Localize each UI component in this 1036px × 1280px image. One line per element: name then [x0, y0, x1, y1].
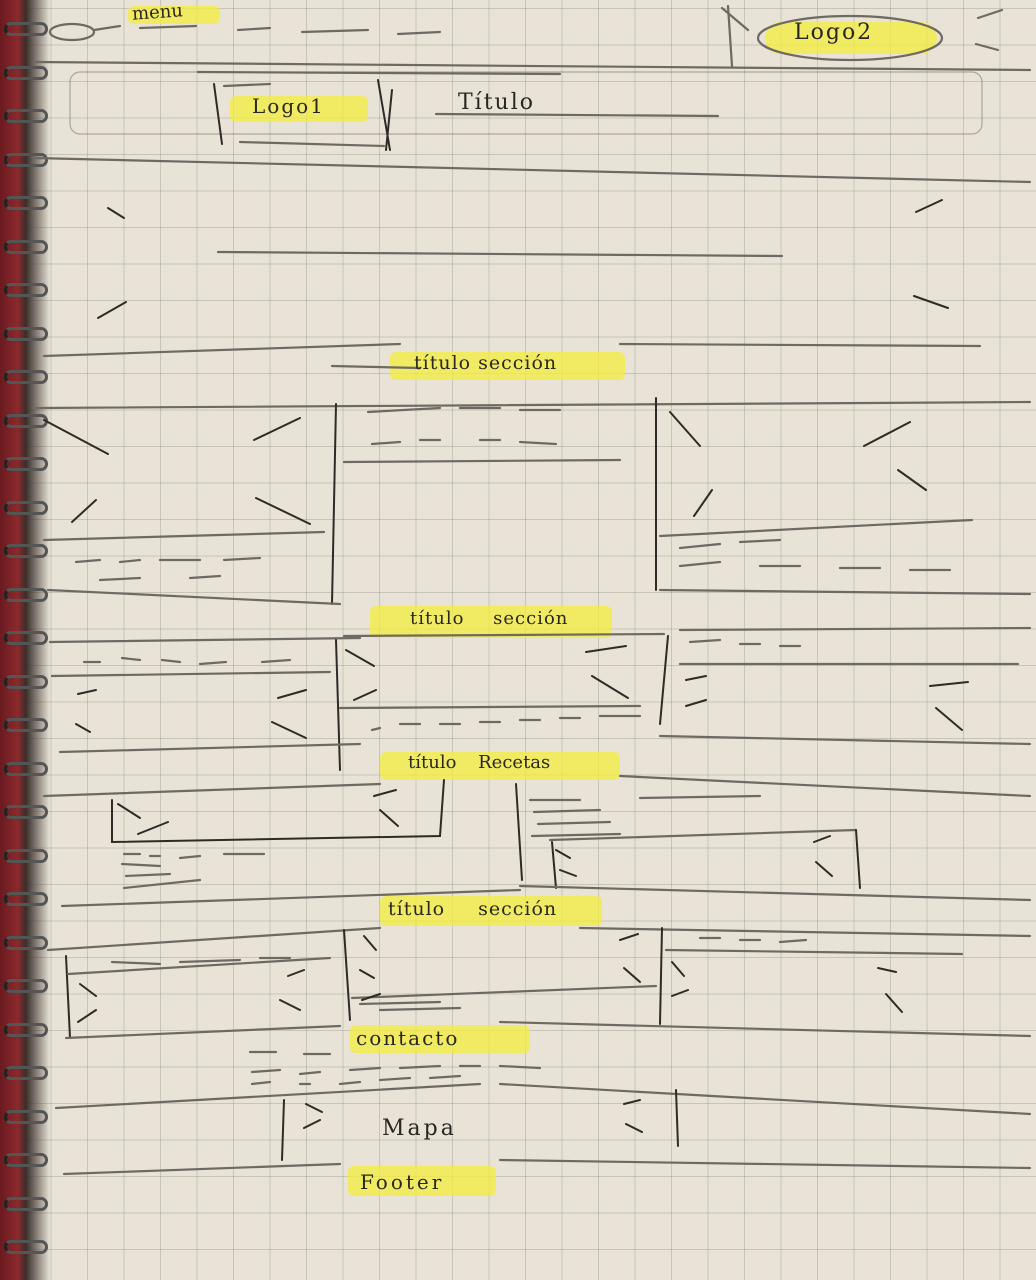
section-1-title: título sección: [414, 352, 558, 374]
spiral-ring: [4, 152, 48, 167]
spiral-ring: [4, 239, 48, 254]
spiral-ring: [4, 1066, 48, 1080]
spiral-ring: [4, 761, 48, 776]
spiral-ring: [4, 892, 48, 906]
spiral-ring: [4, 1022, 48, 1037]
nav-logo2-label: Logo2: [794, 20, 874, 45]
spiral-ring: [4, 848, 48, 863]
spiral-ring: [4, 1109, 48, 1124]
highlight-logo2: [765, 22, 937, 54]
section-2-title: título sección: [410, 608, 569, 629]
spiral-ring: [4, 65, 48, 80]
spiral-ring: [4, 22, 48, 36]
highlight-footer: [348, 1166, 496, 1196]
spiral-ring: [4, 805, 48, 819]
highlight-contact: [350, 1025, 530, 1053]
section-4-title: título sección: [388, 898, 558, 920]
highlight-s1: [390, 352, 625, 380]
map-label: Mapa: [382, 1116, 457, 1141]
spiral-ring: [4, 935, 48, 950]
highlight-s4: [380, 896, 602, 926]
spiral-ring: [4, 1196, 48, 1211]
spiral-ring: [4, 1153, 48, 1167]
highlight-menu: [128, 6, 220, 24]
highlight-recipes: [380, 752, 620, 780]
spiral-ring: [4, 979, 48, 993]
spiral-ring: [4, 326, 48, 341]
footer-label: Footer: [360, 1170, 445, 1194]
spiral-ring: [4, 544, 48, 558]
nav-menu-label: menu: [131, 0, 184, 25]
spiral-ring: [4, 109, 48, 123]
spiral-ring: [4, 631, 48, 645]
spiral-ring: [4, 500, 48, 515]
spiral-ring: [4, 718, 48, 732]
spiral-ring: [4, 283, 48, 297]
header-title-label: Título: [458, 90, 536, 115]
spiral-ring: [4, 457, 48, 471]
contact-title: contacto: [356, 1026, 460, 1050]
highlight-s2: [370, 606, 612, 638]
recipes-section-title: título Recetas: [408, 752, 551, 773]
spiral-ring: [4, 196, 48, 210]
header-logo1-label: Logo1: [252, 94, 325, 118]
highlight-logo1: [230, 96, 368, 122]
spiral-ring: [4, 674, 48, 689]
spiral-ring: [4, 1240, 48, 1254]
spiral-ring: [4, 370, 48, 384]
spiral-ring: [4, 587, 48, 602]
